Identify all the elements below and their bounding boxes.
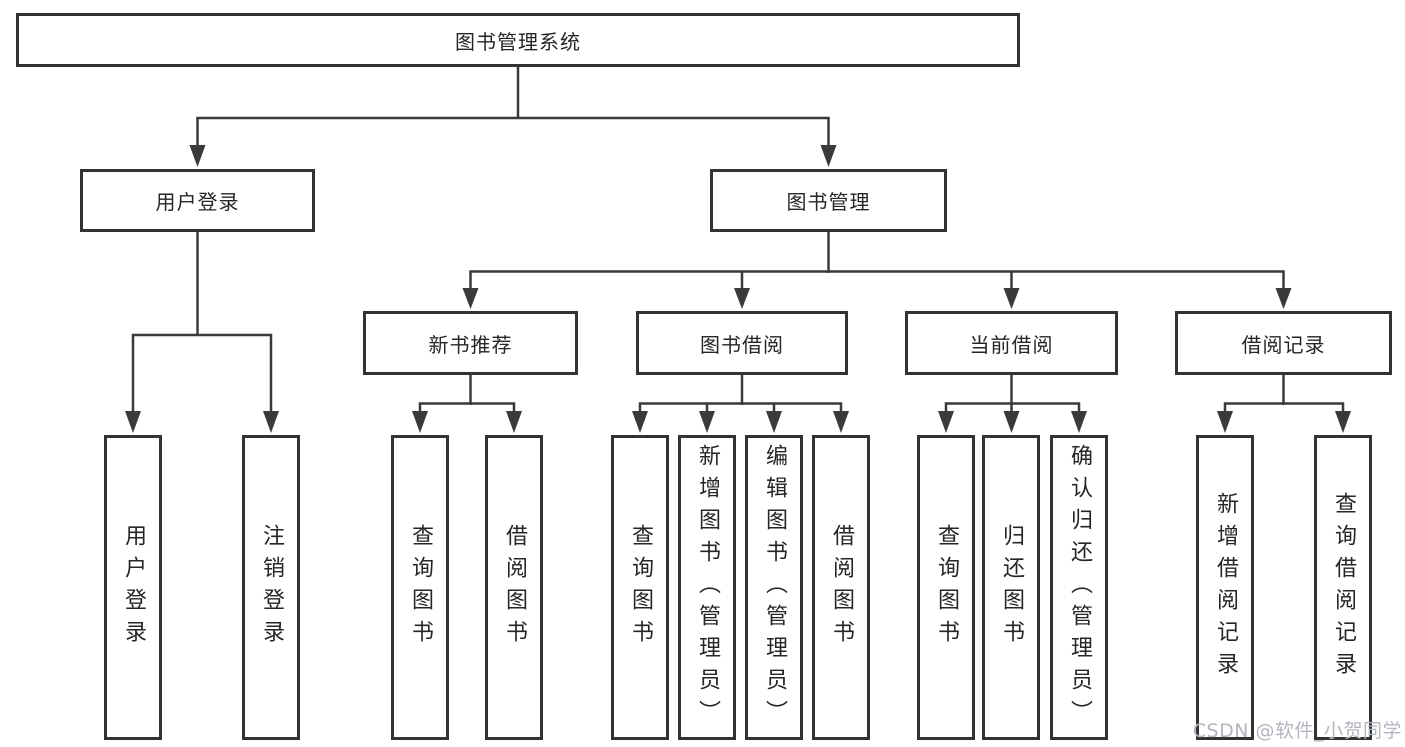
connector-current-borrowing-to-leaves [938,375,1087,433]
leaf-logout-label: 注销登录 [259,523,284,652]
leaf-return-books: 归还图书 [982,435,1040,740]
leaf-add-books-admin-label: 新增图书（管理员） [695,443,720,732]
leaf-query-books-recommend-label: 查询图书 [408,523,433,652]
leaf-logout: 注销登录 [242,435,300,740]
connector-new-book-recommend-to-leaves [412,375,522,433]
leaf-add-books-admin: 新增图书（管理员） [678,435,736,740]
node-user-login: 用户登录 [80,169,315,232]
connector-user-login-to-leaves [125,232,279,433]
leaf-edit-books-admin-label: 编辑图书（管理员） [762,443,787,732]
leaf-return-books-label: 归还图书 [999,523,1024,652]
leaf-query-borrow-record: 查询借阅记录 [1314,435,1372,740]
connector-borrowing-records-to-leaves [1217,375,1351,433]
leaf-confirm-return-admin-label: 确认归还（管理员） [1067,443,1092,732]
leaf-edit-books-admin: 编辑图书（管理员） [745,435,803,740]
node-new-book-recommend: 新书推荐 [363,311,578,375]
node-root: 图书管理系统 [16,13,1020,67]
leaf-query-books-borrowing-label: 查询图书 [628,523,653,652]
node-book-management: 图书管理 [710,169,947,232]
leaf-borrow-books-recommend-label: 借阅图书 [502,523,527,652]
leaf-add-borrow-record: 新增借阅记录 [1196,435,1254,740]
connector-book-borrowing-to-leaves [632,375,849,433]
leaf-borrow-books-borrowing-label: 借阅图书 [829,523,854,652]
node-book-management-label: 图书管理 [786,190,871,214]
node-user-login-label: 用户登录 [155,190,240,214]
node-current-borrowing: 当前借阅 [905,311,1118,375]
csdn-watermark: CSDN @软件_小贺同学 [1192,720,1402,742]
leaf-user-login-label: 用户登录 [121,523,146,652]
node-borrowing-records-label: 借阅记录 [1241,332,1326,357]
connector-root-to-level2 [189,67,837,167]
leaf-add-borrow-record-label: 新增借阅记录 [1213,491,1238,684]
node-book-borrowing: 图书借阅 [636,311,848,375]
leaf-query-books-borrowing: 查询图书 [611,435,669,740]
leaf-query-books-current-label: 查询图书 [934,523,959,652]
node-borrowing-records: 借阅记录 [1175,311,1392,375]
leaf-borrow-books-recommend: 借阅图书 [485,435,543,740]
leaf-query-books-recommend: 查询图书 [391,435,449,740]
leaf-user-login: 用户登录 [104,435,162,740]
leaf-confirm-return-admin: 确认归还（管理员） [1050,435,1108,740]
node-root-label: 图书管理系统 [455,29,581,54]
node-new-book-recommend-label: 新书推荐 [428,332,513,357]
leaf-query-books-current: 查询图书 [917,435,975,740]
leaf-query-borrow-record-label: 查询借阅记录 [1331,491,1356,684]
node-current-borrowing-label: 当前借阅 [969,332,1054,357]
node-book-borrowing-label: 图书借阅 [700,332,784,357]
connector-book-management-to-level3 [462,232,1292,309]
leaf-borrow-books-borrowing: 借阅图书 [812,435,870,740]
